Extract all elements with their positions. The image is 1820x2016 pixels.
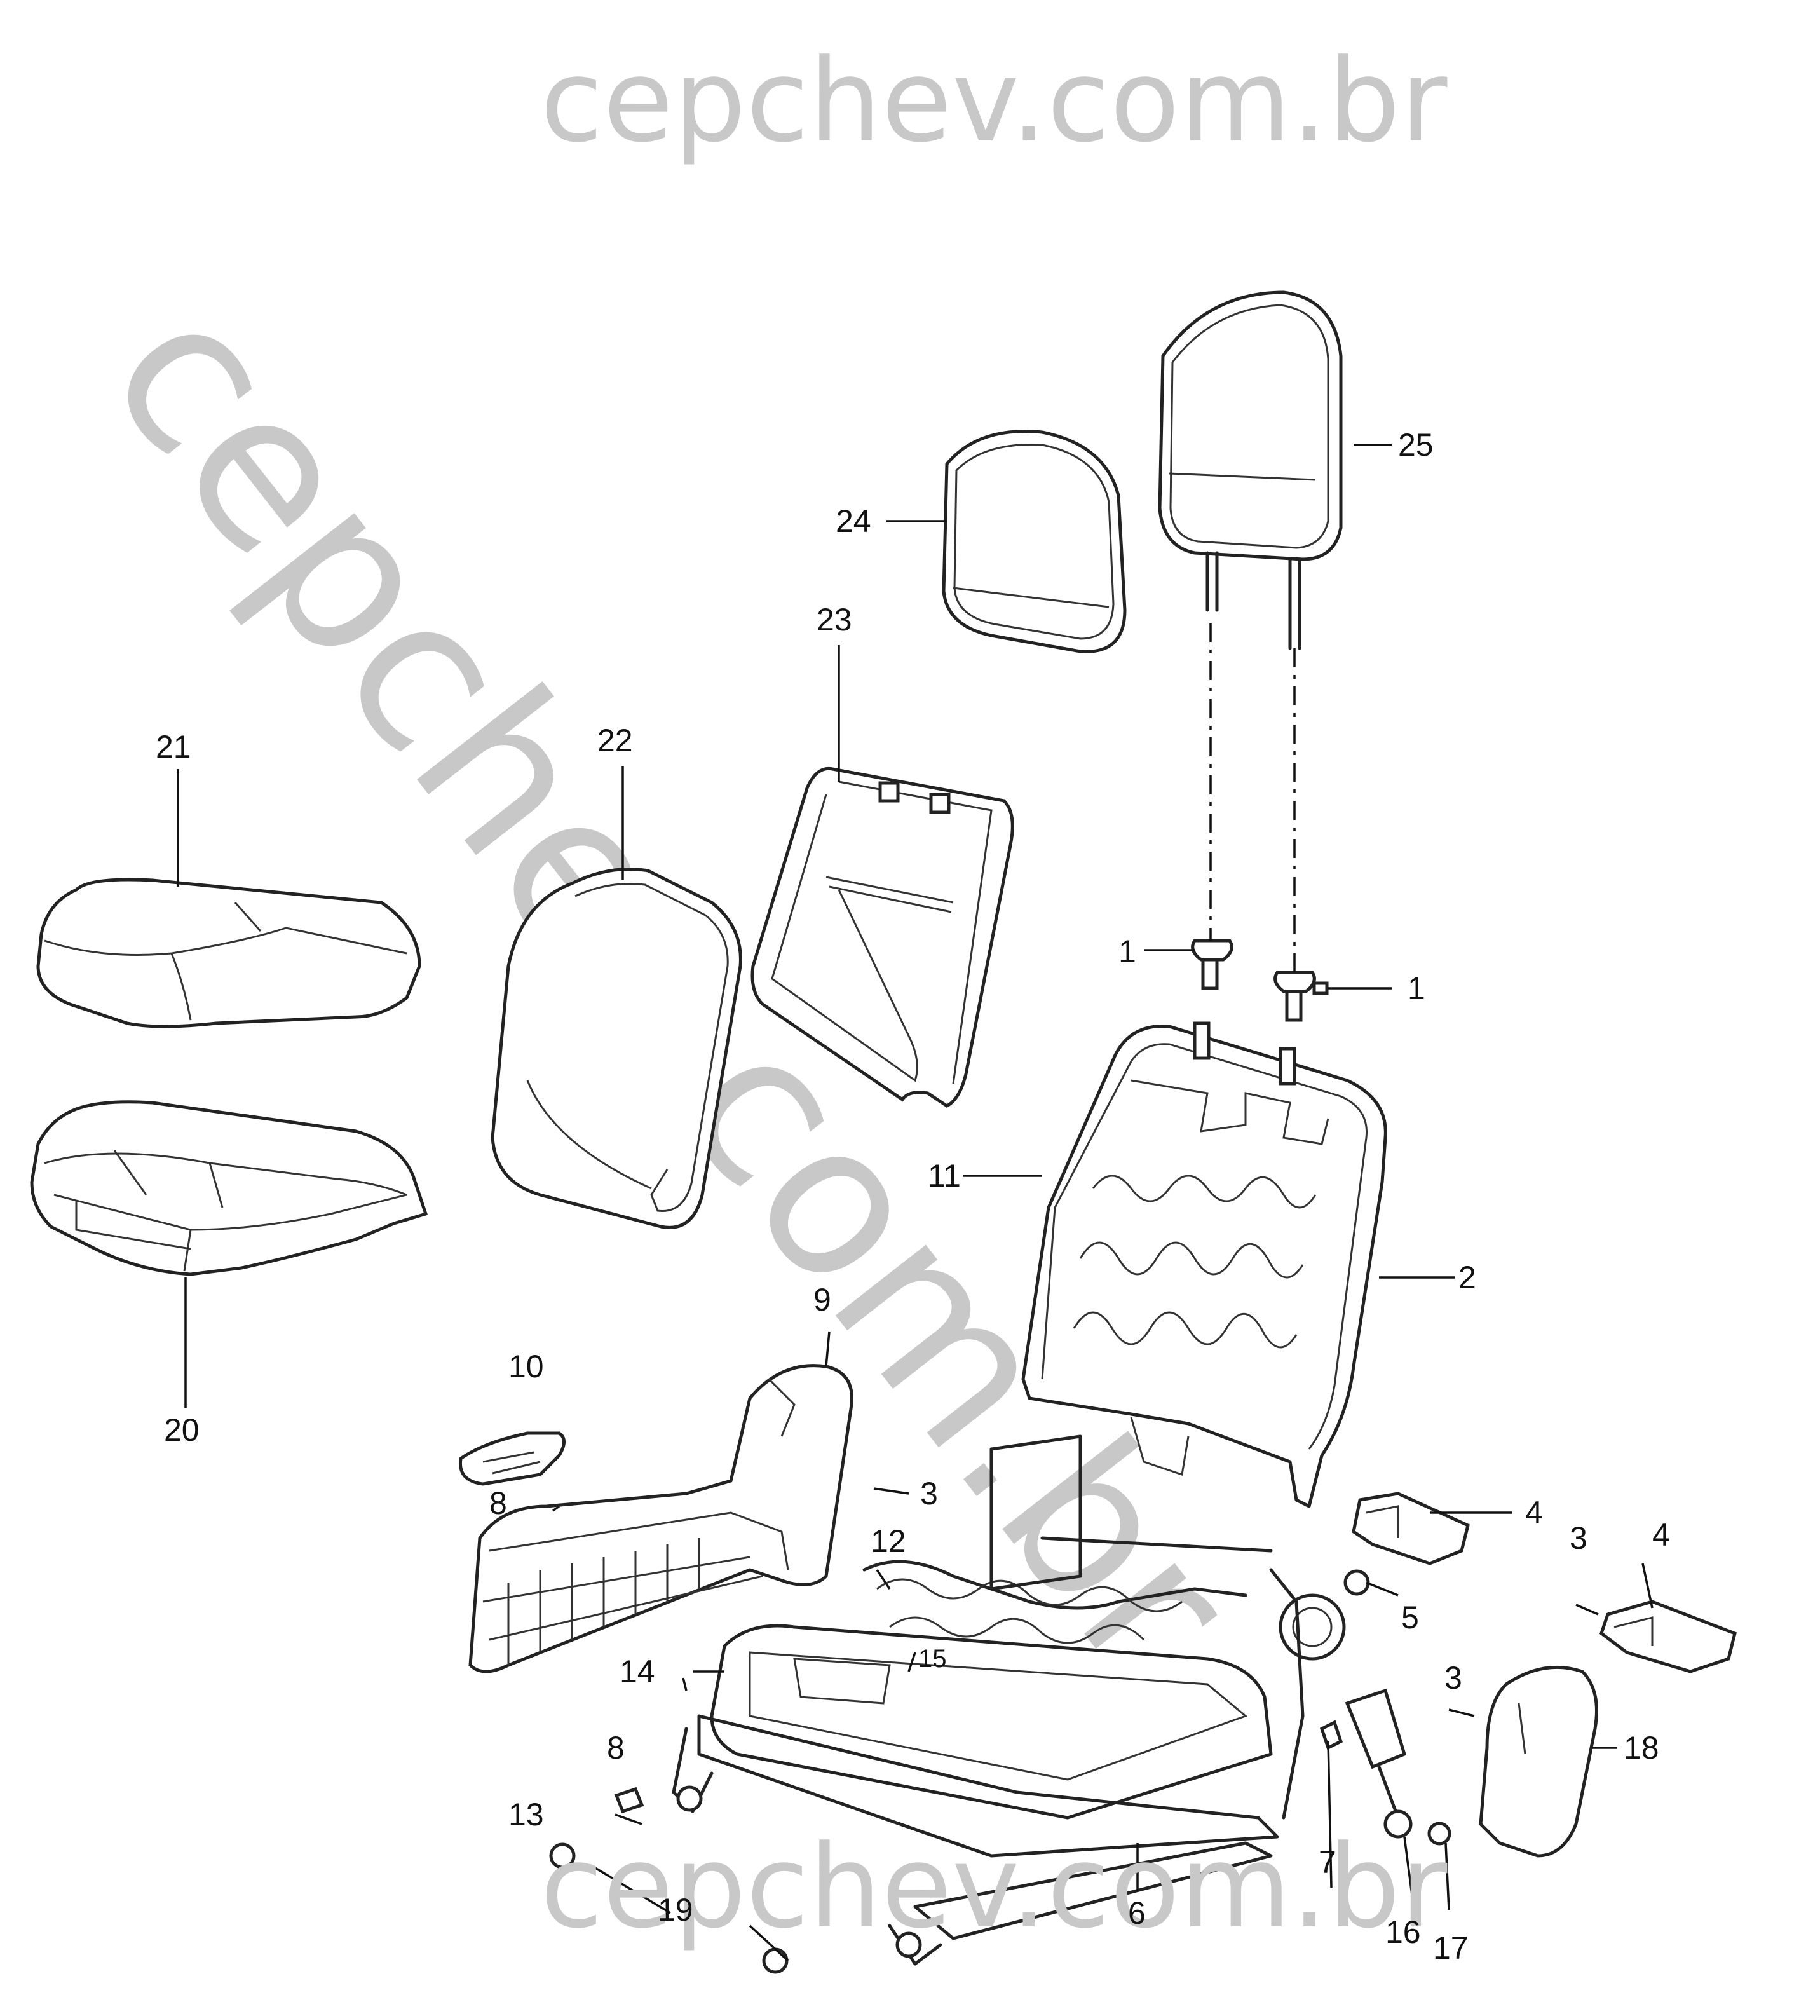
callout-3-c: 3	[1444, 1660, 1462, 1696]
recliner-cover	[1479, 1665, 1598, 1858]
callout-8-b: 8	[607, 1730, 625, 1766]
hinge-cover-right	[1599, 1600, 1737, 1673]
seat-cushion-pad	[30, 1100, 428, 1276]
callout-4-a: 4	[1525, 1495, 1543, 1530]
callout-24: 24	[836, 503, 871, 539]
callout-18: 18	[1624, 1730, 1659, 1766]
callout-25: 25	[1398, 427, 1434, 463]
callout-21: 21	[156, 729, 191, 765]
callout-14: 14	[620, 1654, 655, 1689]
belt-buckle	[1345, 1688, 1413, 1839]
callout-20: 20	[164, 1412, 200, 1448]
callout-15: 15	[918, 1645, 947, 1673]
callout-19: 19	[658, 1892, 693, 1928]
lever-handle	[458, 1431, 566, 1486]
callout-2: 2	[1458, 1260, 1476, 1295]
seat-tracks	[672, 1714, 1279, 1966]
callout-22: 22	[597, 723, 633, 758]
callout-3-b: 3	[1570, 1520, 1587, 1556]
callout-16: 16	[1385, 1914, 1421, 1950]
headrest-large	[1158, 290, 1343, 650]
headrest-small	[942, 430, 1127, 653]
callout-3-a: 3	[920, 1476, 938, 1511]
callout-6: 6	[1128, 1895, 1146, 1931]
leader-lines	[177, 444, 1654, 1962]
backrest-cover	[750, 766, 1014, 1108]
backrest-pad	[491, 868, 742, 1229]
callout-1-right: 1	[1408, 971, 1425, 1006]
callout-17: 17	[1433, 1930, 1469, 1966]
side-trim	[468, 1364, 853, 1673]
callout-4-b: 4	[1652, 1517, 1670, 1553]
headrest-guides	[1191, 939, 1329, 1022]
callout-1-left: 1	[1118, 934, 1136, 969]
callout-11: 11	[928, 1158, 961, 1194]
seat-frame	[710, 1434, 1346, 1820]
backrest-frame	[1021, 1021, 1387, 1508]
fasteners	[549, 1569, 1451, 1974]
callout-23: 23	[817, 602, 852, 637]
callout-13: 13	[508, 1797, 544, 1832]
callout-7: 7	[1319, 1844, 1336, 1880]
callout-10: 10	[508, 1349, 544, 1384]
callout-8-a: 8	[489, 1485, 507, 1521]
watermark-top: cepchev.com.br	[540, 35, 1448, 168]
seat-cushion-cover	[36, 878, 421, 1028]
hinge-cover-left	[1352, 1492, 1470, 1565]
callout-9: 9	[813, 1282, 831, 1318]
callout-12: 12	[871, 1523, 906, 1559]
watermark-bottom: cepchev.com.br	[540, 1821, 1448, 1954]
callout-5: 5	[1401, 1600, 1419, 1635]
